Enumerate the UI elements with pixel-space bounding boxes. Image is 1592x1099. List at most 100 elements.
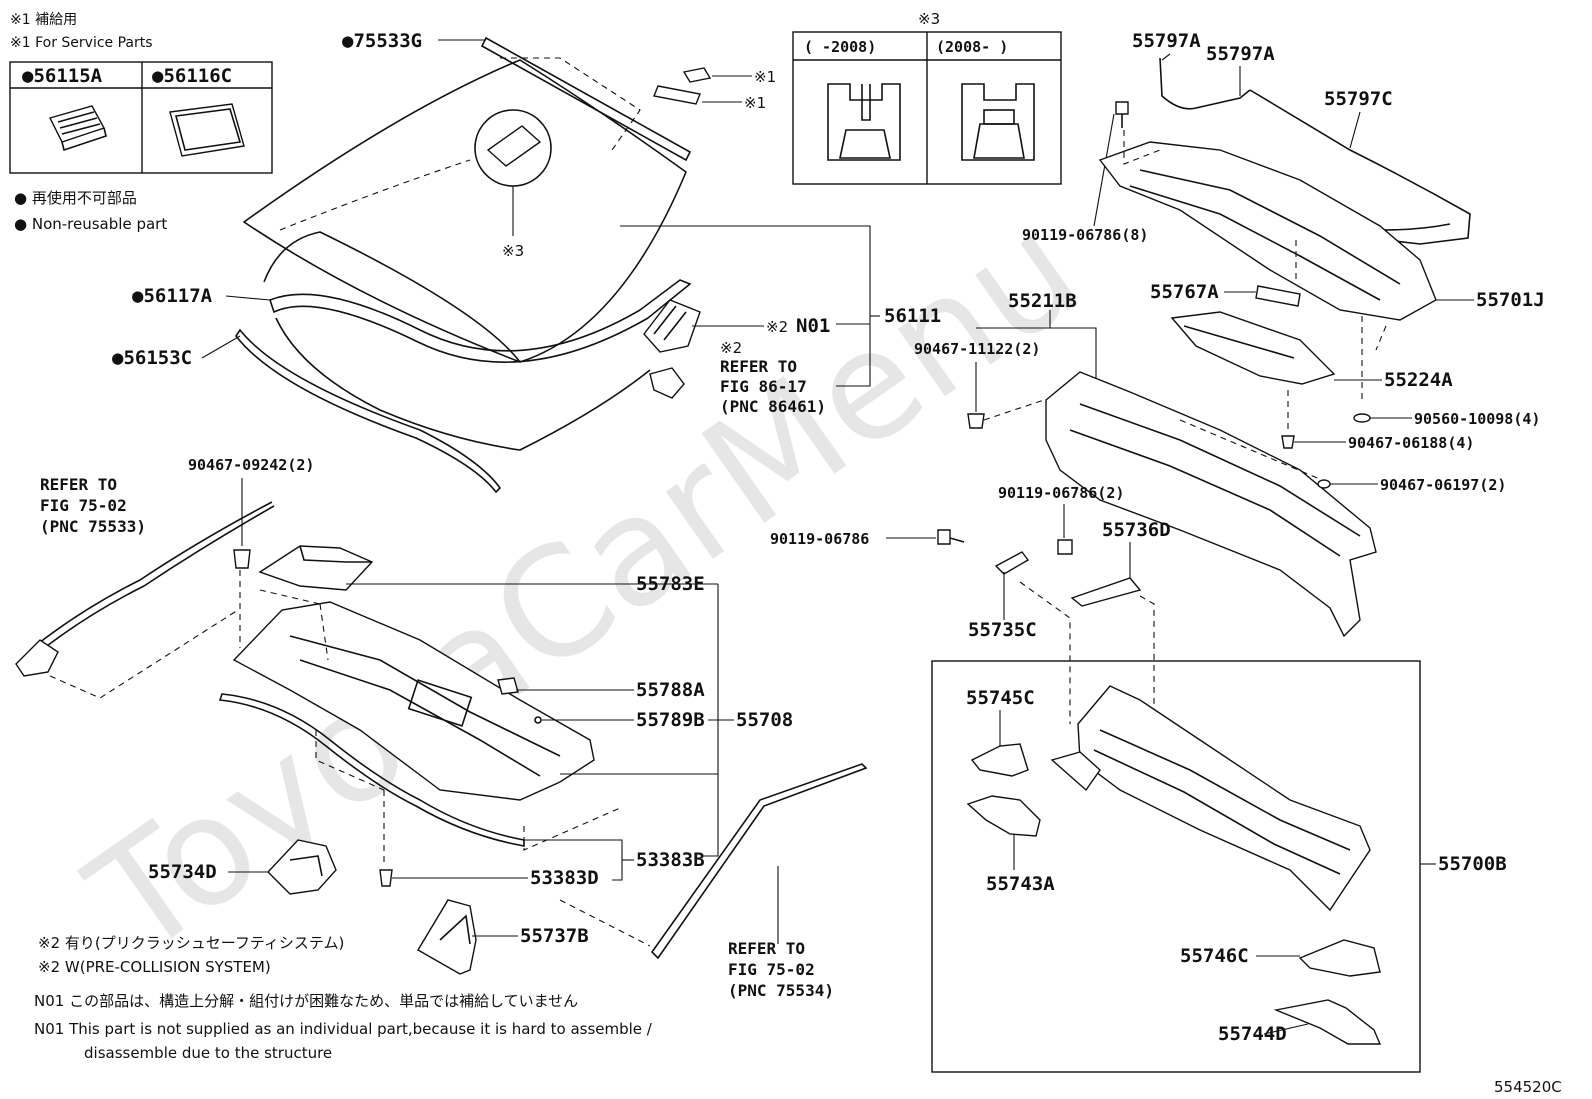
- part-90467-11122-clip: [967, 413, 985, 429]
- part-55736D-bracket: [1070, 577, 1142, 607]
- label-N01: N01: [796, 315, 830, 337]
- part-75533G-molding: [480, 36, 692, 162]
- label-55734D: 55734D: [148, 861, 217, 883]
- label-90119-06786: 90119-06786: [770, 530, 869, 548]
- note-n01-en: N01 This part is not supplied as an indi…: [34, 1020, 653, 1038]
- label-75533G: ●75533G: [342, 30, 422, 52]
- part-sensor-bracket: [643, 299, 701, 399]
- label-55701J: 55701J: [1476, 289, 1545, 311]
- inset-col-right: (2008- ): [936, 38, 1008, 56]
- label-90467-11122: 90467-11122(2): [914, 340, 1040, 358]
- part-90119-06786-bolt: [937, 529, 951, 545]
- inset-col-left: ( -2008): [804, 38, 876, 56]
- label-55744D: 55744D: [1218, 1023, 1287, 1045]
- part-service-clips: [653, 67, 712, 105]
- part-55789B: [534, 716, 542, 724]
- note-pcs-jp: ※2 有り(プリクラッシュセーフティシステム): [38, 934, 344, 952]
- part-90119-06786-bolt-8: [1115, 101, 1129, 115]
- label-x1-b: ※1: [744, 94, 766, 112]
- label-55700B: 55700B: [1438, 853, 1507, 875]
- label-x3: ※3: [502, 242, 524, 260]
- label-55797A-2: 55797A: [1206, 43, 1275, 65]
- part-55783E: [258, 545, 374, 591]
- label-55743A: 55743A: [986, 873, 1055, 895]
- label-55788A: 55788A: [636, 679, 705, 701]
- part-56116C-tape: [169, 103, 245, 157]
- part-55746C: [1298, 939, 1381, 977]
- ref86-line3: FIG 86-17: [720, 377, 807, 396]
- part-90467-06188-clip: [1281, 435, 1295, 449]
- part-55700B-cowl-assy: [1077, 685, 1371, 912]
- label-56116C: ●56116C: [152, 65, 232, 87]
- label-55224A: 55224A: [1384, 369, 1453, 391]
- label-56111: 56111: [884, 305, 941, 327]
- part-55224A: [1170, 311, 1336, 385]
- label-90560-10098: 90560-10098(4): [1414, 410, 1540, 428]
- legend-service-jp: ※1 補給用: [10, 12, 77, 28]
- part-56117A-dam: [269, 279, 692, 363]
- ref75a-line3: (PNC 75533): [40, 517, 146, 536]
- ref86-line1: ※2: [720, 339, 742, 357]
- label-55736D: 55736D: [1102, 519, 1171, 541]
- part-55797C-seal: [1249, 89, 1471, 245]
- ref75b-line1: REFER TO: [728, 939, 805, 958]
- label-90467-09242: 90467-09242(2): [188, 456, 314, 474]
- part-90467-09242-clip: [233, 549, 251, 569]
- part-55797A-seal: [1159, 57, 1251, 110]
- label-53383D: 53383D: [530, 867, 599, 889]
- label-55783E: 55783E: [636, 573, 705, 595]
- part-ref-75533-molding: [29, 501, 273, 651]
- part-56111-windshield-glass: [242, 59, 687, 363]
- note-n01-en2: disassemble due to the structure: [84, 1044, 332, 1062]
- label-55789B: 55789B: [636, 709, 705, 731]
- part-55767A: [1255, 285, 1301, 307]
- label-55737B: 55737B: [520, 925, 589, 947]
- inset-title: ※3: [918, 10, 940, 28]
- legend-nonreusable-en: ● Non-reusable part: [14, 215, 167, 233]
- label-53383B: 53383B: [636, 849, 705, 871]
- part-ref-75534-seal: [650, 763, 868, 960]
- label-90467-06197: 90467-06197(2): [1380, 476, 1506, 494]
- legend-service-en: ※1 For Service Parts: [10, 35, 153, 51]
- label-55767A: 55767A: [1150, 281, 1219, 303]
- figure-code: 554520C: [1494, 1078, 1562, 1096]
- part-55734D: [267, 839, 337, 895]
- part-55788A: [497, 677, 519, 695]
- ref75a-line1: REFER TO: [40, 475, 117, 494]
- note-pcs-en: ※2 W(PRE-COLLISION SYSTEM): [38, 958, 271, 976]
- label-55797C: 55797C: [1324, 88, 1393, 110]
- ref75a-line2: FIG 75-02: [40, 496, 127, 515]
- part-56115A-clip: [48, 105, 107, 152]
- part-55744D: [1273, 999, 1382, 1045]
- part-55745C: [970, 743, 1029, 777]
- label-55211B: 55211B: [1008, 290, 1077, 312]
- part-90467-06197-clip: [1317, 479, 1331, 489]
- label-90119-06786-2: 90119-06786(2): [998, 484, 1124, 502]
- label-56117A: ●56117A: [132, 285, 213, 307]
- part-90119-06786-bolt-2: [1057, 539, 1073, 555]
- ref75b-line3: (PNC 75534): [728, 981, 834, 1000]
- label-55735C: 55735C: [968, 619, 1037, 641]
- box-55700B-assembly: [931, 660, 1421, 1073]
- service-parts-box: ●56115A ●56116C: [9, 61, 273, 174]
- label-90467-06188: 90467-06188(4): [1348, 434, 1474, 452]
- label-55797A-1: 55797A: [1132, 30, 1201, 52]
- label-56153C: ●56153C: [112, 347, 192, 369]
- label-55746C: 55746C: [1180, 945, 1249, 967]
- label-x1-a: ※1: [754, 68, 776, 86]
- part-90560-10098-washer: [1353, 413, 1371, 423]
- part-56153C-molding: [235, 328, 502, 494]
- label-55745C: 55745C: [966, 687, 1035, 709]
- inset-x3-box: ( -2008) (2008- ): [792, 31, 1062, 185]
- part-55743A: [966, 795, 1041, 837]
- part-55735C-bracket: [994, 551, 1030, 575]
- ref86-line4: (PNC 86461): [720, 397, 826, 416]
- ref86-line2: REFER TO: [720, 357, 797, 376]
- part-53383B-weatherstrip: [218, 693, 525, 847]
- part-55737B: [417, 899, 477, 975]
- label-55708: 55708: [736, 709, 793, 731]
- part-55708-cowl-louver: [232, 601, 595, 801]
- part-55211B-cowl-panel: [1045, 371, 1377, 638]
- label-56115A: ●56115A: [22, 65, 103, 87]
